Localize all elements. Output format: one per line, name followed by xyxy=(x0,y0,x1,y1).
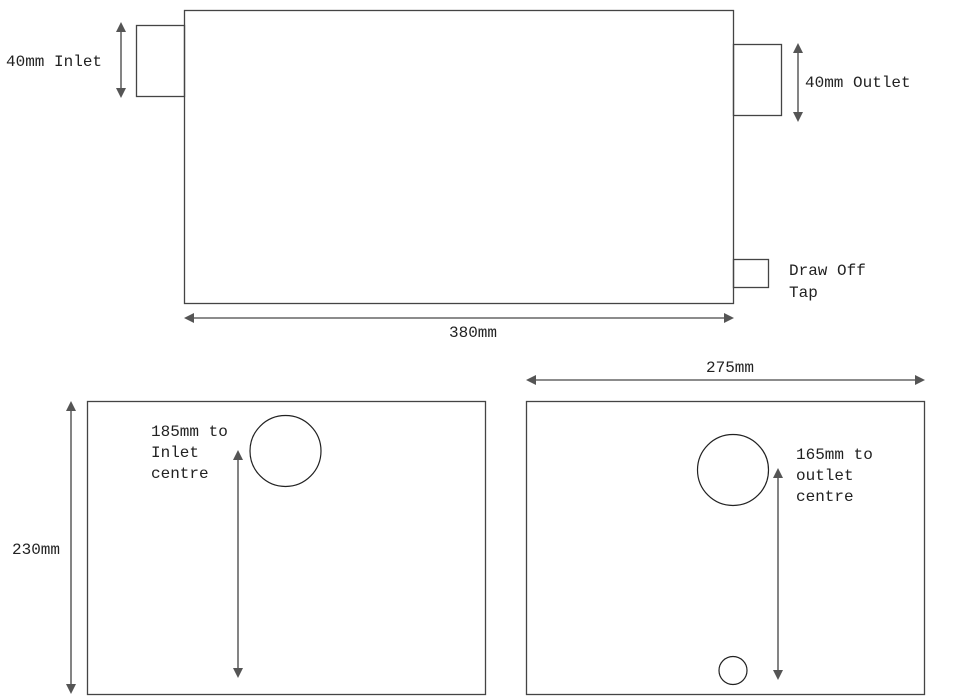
tap-label-line1: Draw Off xyxy=(789,262,866,280)
outlet-end-view: 275mm 165mm to outlet centre xyxy=(525,359,926,696)
inlet-centre-dimension-arrow xyxy=(233,450,243,678)
width-dimension-arrow xyxy=(526,375,925,385)
tap-hole xyxy=(718,655,748,686)
height-label: 230mm xyxy=(12,541,60,559)
height-dimension-arrow xyxy=(66,401,76,694)
inlet-pipe xyxy=(135,24,186,98)
outlet-label: 40mm Outlet xyxy=(805,74,911,92)
inlet-end-panel xyxy=(86,400,487,696)
outlet-pipe xyxy=(732,43,783,117)
outlet-hole xyxy=(696,433,770,507)
tank-body xyxy=(183,9,735,305)
inlet-label: 40mm Inlet xyxy=(6,53,102,71)
draw-off-tap xyxy=(732,258,770,289)
width-label: 275mm xyxy=(706,359,754,377)
inlet-hole xyxy=(249,414,322,488)
inlet-note-line1: 185mm to xyxy=(151,423,228,441)
tap-label-line2: Tap xyxy=(789,284,818,302)
length-dimension-arrow xyxy=(184,313,734,323)
inlet-end-view: 230mm 185mm to Inlet centre xyxy=(12,400,487,696)
inlet-note-line2: Inlet xyxy=(151,444,199,462)
top-view: 40mm Inlet 40mm Outlet Draw Off Tap 380m… xyxy=(6,9,911,342)
outlet-dimension-arrow xyxy=(793,43,803,122)
length-label: 380mm xyxy=(449,324,497,342)
outlet-note-line1: 165mm to xyxy=(796,446,873,464)
inlet-dimension-arrow xyxy=(116,22,126,98)
outlet-end-panel xyxy=(525,400,926,696)
inlet-note-line3: centre xyxy=(151,465,209,483)
outlet-note-line2: outlet xyxy=(796,467,854,485)
outlet-note-line3: centre xyxy=(796,488,854,506)
outlet-centre-dimension-arrow xyxy=(773,468,783,680)
